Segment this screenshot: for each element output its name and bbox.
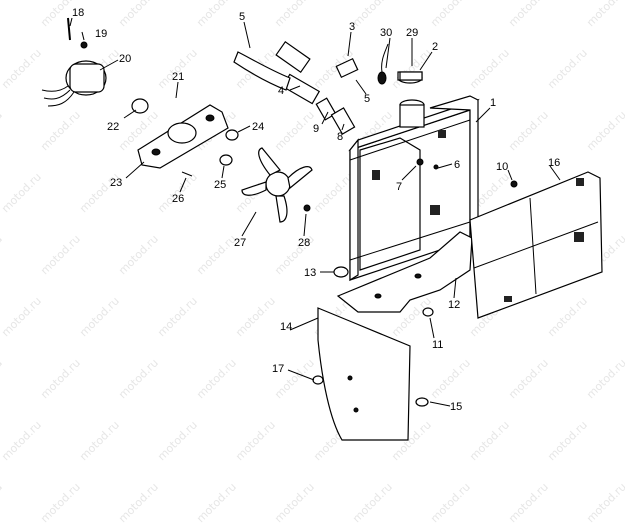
callout-24: 24 [252, 121, 264, 133]
callout-13: 13 [304, 267, 316, 279]
callout-22: 22 [107, 121, 119, 133]
hardware [67, 17, 518, 407]
callout-4: 4 [278, 85, 284, 97]
watermark-text: motod.ru [116, 480, 161, 525]
bushing [131, 98, 149, 114]
watermark-text: motod.ru [584, 480, 625, 525]
callout-8: 8 [337, 131, 343, 143]
callout-20: 20 [119, 53, 131, 65]
callout-27: 27 [234, 237, 246, 249]
callout-3: 3 [349, 21, 355, 33]
callout-16: 16 [548, 157, 560, 169]
parts-diagram: 18 19 20 21 22 24 23 25 26 27 28 5 3 4 5… [41, 7, 603, 441]
callout-9: 9 [313, 123, 319, 135]
fan-motor [41, 60, 107, 107]
callout-14: 14 [280, 321, 292, 333]
mounting-plate [137, 104, 229, 169]
fan-blade [241, 147, 313, 223]
callout-17: 17 [272, 363, 284, 375]
watermark-text: motod.ru [38, 480, 83, 525]
callout-11: 11 [432, 339, 443, 351]
grille-screen [469, 171, 603, 319]
callout-26: 26 [172, 193, 184, 205]
callout-18: 18 [72, 7, 84, 19]
watermark-text: motod.ru [506, 480, 551, 525]
leader-lines [69, 17, 561, 407]
callout-7: 7 [396, 181, 402, 193]
callout-21: 21 [172, 71, 184, 83]
shroud-bracket [336, 231, 473, 313]
callout-10: 10 [496, 161, 508, 173]
callout-19: 19 [95, 28, 107, 40]
callout-labels: 18 19 20 21 22 24 23 25 26 27 28 5 3 4 5… [72, 7, 560, 413]
callout-5b: 5 [364, 93, 370, 105]
watermark-text: motod.ru [272, 480, 317, 525]
side-panel [317, 307, 411, 441]
callout-25: 25 [214, 179, 226, 191]
callout-15: 15 [450, 401, 462, 413]
callout-12: 12 [448, 299, 460, 311]
watermark-text: motod.ru [428, 480, 473, 525]
radiator [348, 95, 480, 282]
callout-23: 23 [110, 177, 122, 189]
callout-1: 1 [490, 97, 496, 109]
callout-5a: 5 [239, 11, 245, 23]
callout-30: 30 [380, 27, 392, 39]
callout-6: 6 [454, 159, 460, 171]
watermark-text: motod.ru [194, 480, 239, 525]
watermark-text: motod.ru [0, 480, 5, 525]
hoses [233, 41, 389, 135]
callout-2: 2 [432, 41, 438, 53]
callout-28: 28 [298, 237, 310, 249]
callout-29: 29 [406, 27, 418, 39]
watermark-text: motod.ru [350, 480, 395, 525]
